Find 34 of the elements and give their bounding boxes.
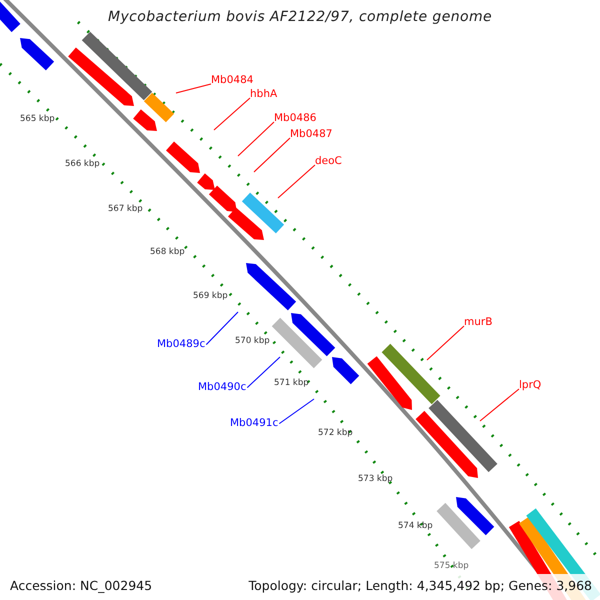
gene-label: Mb0490c bbox=[198, 381, 246, 393]
position-label: 573 kbp bbox=[358, 474, 393, 484]
position-label: 568 kbp bbox=[150, 247, 185, 257]
map-title: Mycobacterium bovis AF2122/97, complete genome bbox=[107, 9, 493, 25]
position-label: 566 kbp bbox=[65, 159, 100, 169]
gene-label: hbhA bbox=[250, 88, 278, 100]
position-label: 575 kbp bbox=[434, 561, 469, 571]
position-label: 571 kbp bbox=[274, 378, 309, 388]
position-label: 569 kbp bbox=[193, 291, 228, 301]
leader-line bbox=[246, 356, 280, 388]
leader-line bbox=[238, 122, 274, 156]
leader-line bbox=[278, 398, 314, 424]
position-label: 565 kbp bbox=[20, 114, 55, 124]
gene-label: lprQ bbox=[519, 379, 542, 391]
gene-label: Mb0484 bbox=[211, 74, 254, 86]
position-label: 572 kbp bbox=[318, 428, 353, 438]
gene-label: Mb0489c bbox=[157, 338, 206, 350]
gene-label: murB bbox=[464, 316, 492, 328]
position-label: 570 kbp bbox=[235, 336, 270, 346]
leader-line bbox=[426, 326, 464, 360]
leader-line bbox=[176, 84, 212, 94]
genome-info: Accession: NC_002945 bbox=[10, 578, 152, 593]
genome-info: Topology: circular; Length: 4,345,492 bp; Genes: 3,968 bbox=[248, 578, 592, 593]
gene-label: Mb0487 bbox=[290, 128, 332, 140]
leader-line bbox=[480, 388, 520, 422]
leader-line bbox=[278, 164, 316, 198]
leader-line bbox=[206, 312, 238, 346]
gene-label: deoC bbox=[315, 155, 342, 167]
gene-label: Mb0491c bbox=[230, 417, 278, 429]
leader-line bbox=[254, 138, 290, 172]
leader-line bbox=[214, 98, 250, 130]
position-label: 567 kbp bbox=[108, 204, 143, 214]
position-label: 574 kbp bbox=[398, 521, 433, 531]
gene-label: Mb0486 bbox=[274, 112, 316, 124]
